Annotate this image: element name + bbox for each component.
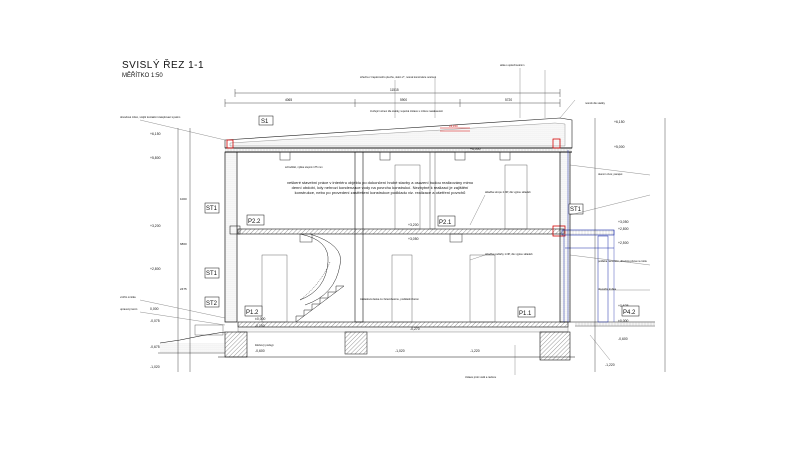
level-label: -0,150 [255, 324, 265, 328]
note-drain: drenážní trubka [598, 287, 617, 291]
room-tag-p12: P1.2 [246, 310, 259, 316]
tag-box [568, 203, 584, 215]
level-label: -1,220 [470, 349, 480, 353]
level-label: +3,200 [150, 224, 161, 228]
room-tag-st1: ST1 [206, 206, 218, 212]
level-label: ±0,000 [618, 319, 628, 323]
level-label: +6,150 [614, 120, 625, 124]
note-texts: střecha z trapézového plechu, sklon 2°, … [120, 63, 647, 379]
ground-left [158, 324, 226, 354]
level-label: -0,675 [150, 345, 160, 349]
right-level-labels: +6,150 +5,000 +3,050 +2,800 +2,500 +0,62… [605, 120, 629, 367]
structural-note: veškeré stavební práce v interiéru objek… [286, 180, 474, 195]
roof-structure [224, 117, 573, 153]
level-label: +6,150 [150, 132, 161, 136]
note-deck: podlaha na terase, dřevěná prkna na rošt… [598, 259, 647, 263]
floor-slab-2np [229, 225, 615, 249]
level-label: +5,000 [614, 145, 625, 149]
right-level-axis [594, 118, 666, 372]
note-top: ztužující věnec dle statiky, tepelná izo… [370, 109, 443, 113]
inner-level-labels: +6,000 +3,200 +3,050 ±0,000 -0,150 -0,27… [255, 147, 481, 353]
level-label: 0,000 [150, 307, 159, 311]
openings [261, 164, 528, 323]
ceiling-beams [279, 151, 511, 243]
foundation [218, 331, 575, 361]
left-level-labels: +6,150 +5,800 +3,200 +2,800 0,000 -0,075… [150, 132, 161, 369]
stair [295, 233, 345, 323]
level-label: +3,050 [408, 237, 419, 241]
dim-label: 4065 [285, 98, 292, 102]
dim-label: 5900 [400, 98, 407, 102]
note-floor2: skladba stropu 2.NP, dle výpisu skladeb [485, 190, 531, 194]
room-tag-p21: P2.1 [439, 220, 452, 226]
note-foundation: základová deska ze železobetonu, podklad… [360, 297, 419, 301]
left-level-axis [177, 128, 191, 372]
note-bottom-right: izolace proti vodě a radonu [465, 375, 497, 379]
dim-label: 11515 [390, 88, 399, 92]
note-roof: střecha z trapézového plechu, sklon 2°, … [360, 75, 437, 79]
level-label: -0,600 [255, 349, 265, 353]
note-bottom-left: štěrkový podsyp [255, 343, 274, 347]
tag-box [258, 115, 274, 126]
red-level-label: +6,150 [449, 124, 458, 128]
tag-box [204, 267, 220, 279]
tag-box [437, 215, 456, 227]
drawing-title: SVISLÝ ŘEZ 1-1 [122, 60, 205, 71]
level-label: +2,500 [618, 241, 629, 245]
level-label: +5,800 [150, 156, 161, 160]
note-attic: atika s oplechováním [500, 63, 524, 67]
level-label: -1,220 [605, 363, 615, 367]
dim-label: 2475 [180, 287, 187, 291]
room-tag-p11: P1.1 [519, 311, 532, 317]
tag-box [621, 305, 640, 317]
level-label: -0,600 [618, 337, 628, 341]
tag-box [246, 214, 265, 226]
floor-slab-1np [237, 321, 569, 333]
structural-note-text: veškeré stavební práce v interiéru objek… [286, 180, 474, 195]
room-tag-p22: P2.2 [248, 219, 261, 225]
room-tag-st1: ST1 [206, 271, 218, 277]
level-label: -0,270 [410, 327, 420, 331]
level-label: -0,075 [150, 319, 160, 323]
note-fill: vnitřní omítka [120, 295, 136, 299]
tag-box [517, 306, 536, 318]
dim-label: 5720 [505, 98, 512, 102]
tag-box [204, 202, 220, 214]
note-ground: upravený terén [120, 307, 138, 311]
level-label: -1,020 [150, 365, 160, 369]
drawing-scale: MĚŘÍTKO 1:50 [122, 73, 163, 79]
note-window: okenní otvor, parapet [598, 172, 623, 176]
room-tag-st2: ST2 [206, 301, 218, 307]
terrace [570, 230, 655, 327]
walls [224, 150, 571, 323]
level-label: +2,800 [150, 267, 161, 271]
level-label: +2,800 [618, 227, 629, 231]
note-stair: schodiště, výška stupně 175 mm [285, 165, 323, 169]
side-dimension-labels: 1000 6860 2475 [180, 197, 187, 291]
level-label: ±0,000 [255, 317, 265, 321]
dim-label: 6860 [180, 242, 187, 246]
note-floor1: skladba podlahy 1.NP, dle výpisu skladeb [485, 252, 533, 256]
dim-label: 1000 [180, 197, 187, 201]
level-label: +3,200 [408, 223, 419, 227]
level-label: +3,050 [618, 220, 629, 224]
note-wall: obvodové zdivo, vnější kontaktní zateplo… [120, 115, 180, 119]
top-dimension-lines [224, 89, 561, 107]
level-label: -1,020 [395, 349, 405, 353]
tag-box [204, 296, 220, 308]
room-tags: S1 ST1 P2.2 P2.1 ST1 ST2 P1.2 P1.1 ST1 P… [204, 115, 640, 318]
tag-box [244, 305, 263, 317]
level-label: +6,000 [470, 147, 481, 151]
room-tag-st1: ST1 [570, 207, 582, 213]
note-beam: nosník dle statiky [585, 101, 606, 105]
room-tag-s1: S1 [261, 119, 269, 125]
room-tag-p42: P4.2 [623, 310, 636, 316]
annotation-leaders [139, 68, 651, 375]
